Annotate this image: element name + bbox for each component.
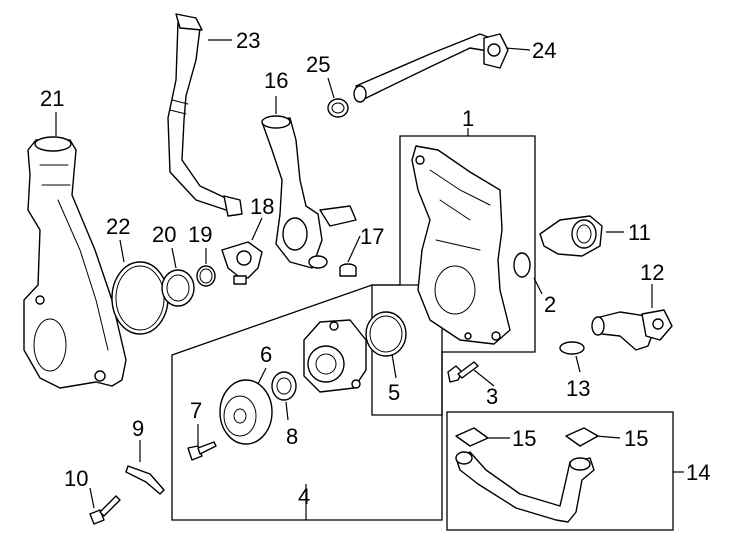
callout-17: 17 <box>360 224 384 249</box>
outlet-11 <box>539 215 603 257</box>
crossover-pipe-14 <box>455 451 595 523</box>
callout-16: 16 <box>264 68 288 93</box>
callout-15a: 15 <box>512 426 536 451</box>
callout-15b: 15 <box>624 426 648 451</box>
bolt-10 <box>89 495 121 525</box>
callout-7: 7 <box>190 398 202 423</box>
o-ring-13 <box>559 341 585 355</box>
callout-14: 14 <box>686 460 710 485</box>
o-ring-22 <box>111 261 169 335</box>
callout-2: 2 <box>544 292 556 317</box>
gasket-15-left <box>455 427 489 447</box>
callout-12: 12 <box>640 260 664 285</box>
callout-18: 18 <box>250 194 274 219</box>
callout-8: 8 <box>286 424 298 449</box>
o-ring-2 <box>513 252 531 278</box>
callout-11: 11 <box>628 220 651 245</box>
callout-19: 19 <box>188 222 212 247</box>
stud-9 <box>125 465 165 495</box>
o-ring-5 <box>365 311 407 357</box>
leader-lines <box>55 39 684 520</box>
cap-17 <box>339 263 357 277</box>
callout-20: 20 <box>152 222 176 247</box>
coolant-valve-18 <box>221 241 263 285</box>
callout-24: 24 <box>532 38 556 63</box>
callout-3: 3 <box>486 384 498 409</box>
callout-9: 9 <box>132 416 144 441</box>
hose-23 <box>167 13 243 217</box>
box-4-water-pump-group <box>171 284 443 521</box>
callout-23: 23 <box>236 28 260 53</box>
callout-4: 4 <box>298 484 310 509</box>
callout-13: 13 <box>566 376 590 401</box>
bolt-3 <box>447 361 479 383</box>
callout-labels: 1 2 3 4 5 6 7 8 9 10 11 12 13 14 15 15 1… <box>40 28 710 509</box>
pulley-hub-8 <box>271 371 297 401</box>
outlet-housing-21 <box>23 136 127 389</box>
elbow-pipe-12 <box>591 309 673 351</box>
thermostat-housing-16 <box>261 115 357 269</box>
timing-cover-1 <box>411 145 511 345</box>
callout-22: 22 <box>106 214 130 239</box>
callout-6: 6 <box>260 342 272 367</box>
bolt-7 <box>187 441 217 461</box>
callout-1: 1 <box>462 106 474 131</box>
callout-21: 21 <box>40 86 64 111</box>
water-pump-body <box>303 319 367 393</box>
gasket-15-right <box>565 427 599 447</box>
seal-20 <box>161 269 195 307</box>
pulley-6 <box>219 379 273 445</box>
callout-10: 10 <box>64 466 88 491</box>
box-14-pipe-group <box>446 411 674 531</box>
o-ring-25 <box>327 98 349 118</box>
bypass-pipe-24 <box>353 33 509 103</box>
callout-5: 5 <box>388 380 400 405</box>
callout-25: 25 <box>306 52 330 77</box>
